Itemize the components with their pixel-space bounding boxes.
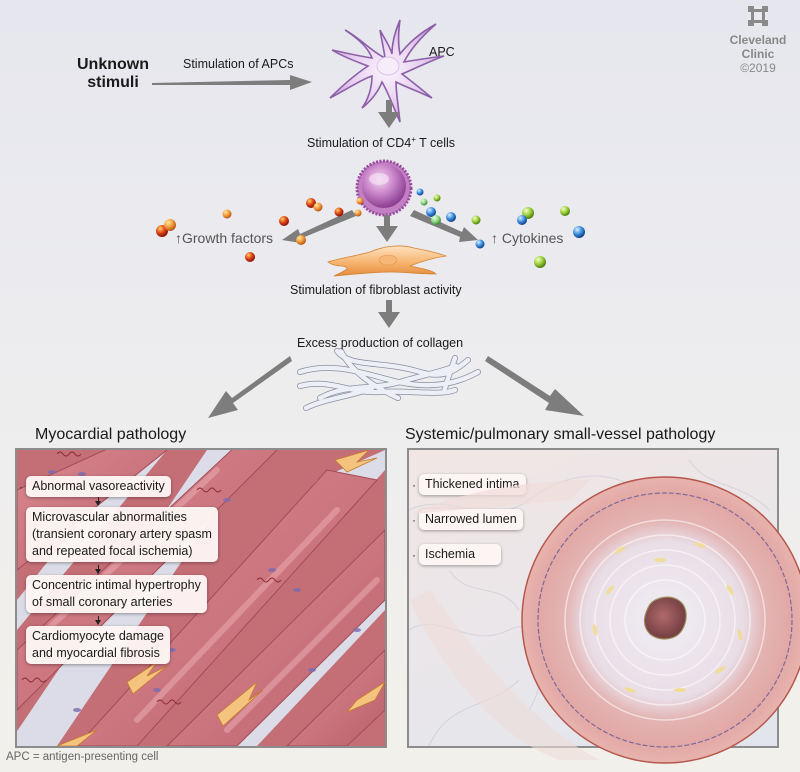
step-4-line-1: Cardiomyocyte damage [32, 629, 165, 643]
step-1-line-1: Abnormal vasoreactivity [32, 479, 165, 493]
cleveland-clinic-cross-icon [748, 6, 768, 26]
logo-line2: Clinic [741, 47, 775, 61]
vessel-label-narrowed-lumen: Narrowed lumen [419, 509, 523, 530]
stimuli-word: Unknown [77, 56, 149, 73]
stimulation-of-apcs-label: Stimulation of APCs [183, 57, 294, 71]
cd4-suffix: T cells [415, 136, 456, 151]
cytokine-particles [416, 188, 585, 268]
step-2-line-1: Microvascular abnormalities [32, 510, 187, 524]
growth-factors-label: ↑Growth factors [175, 230, 274, 246]
step-arrow-1 [95, 497, 101, 506]
apc-cell-icon [329, 19, 445, 123]
arrow-apc-to-cd4 [378, 100, 400, 128]
step-2-line-3: and repeated focal ischemia) [32, 544, 193, 558]
step-bullet-1: · [19, 480, 23, 494]
arrow-fibroblast-to-collagen [378, 300, 400, 328]
collagen-fibers-icon [297, 348, 481, 411]
myocardial-step-4: Cardiomyocyte damage and myocardial fibr… [26, 626, 171, 664]
step-3-line-2: of small coronary arteries [32, 595, 173, 609]
logo-line1: Cleveland [729, 33, 787, 47]
myocardial-step-3: Concentric intimal hypertrophy of small … [26, 575, 207, 613]
thickened-intima-text: Thickened intima [425, 477, 520, 491]
step-4-line-2: and myocardial fibrosis [32, 646, 160, 660]
stimulation-of-cd4-label: Stimulation of CD4+ T cells [307, 135, 455, 150]
step-2-line-2: (transient coronary artery spasm [32, 527, 212, 541]
vessel-pathology-title: Systemic/pulmonary small-vessel patholog… [405, 426, 716, 443]
footnote: APC = antigen-presenting cell [6, 751, 159, 763]
cytokines-label: ↑ Cytokines [491, 230, 564, 246]
fibroblast-icon [327, 245, 448, 277]
arrow-to-cytokines [410, 210, 478, 242]
cleveland-clinic-logo: Cleveland Clinic ©2019 [712, 6, 800, 76]
growth-factor-particles [156, 197, 364, 262]
apc-label: APC [429, 45, 455, 59]
step-arrow-2 [95, 565, 101, 574]
vessel-bullet-1: · [412, 478, 416, 492]
arrow-to-fibroblast [376, 215, 398, 242]
ischemia-text: Ischemia [425, 547, 476, 561]
fibroblast-activity-label: Stimulation of fibroblast activity [290, 283, 462, 297]
narrowed-lumen-text: Narrowed lumen [425, 512, 517, 526]
myocardial-step-2: Microvascular abnormalities (transient c… [26, 507, 218, 562]
arrow-to-growth-factors [282, 210, 356, 243]
cd4-t-cell-icon [355, 159, 413, 217]
step-3-line-1: Concentric intimal hypertrophy [32, 578, 201, 592]
myocardial-pathology-title: Myocardial pathology [35, 426, 187, 443]
collagen-label: Excess production of collagen [297, 336, 464, 350]
cd4-sup: + [411, 135, 416, 144]
arrow-to-myocardial [208, 356, 292, 418]
myocardial-pathology-panel: · Abnormal vasoreactivity Microvascular … [15, 448, 387, 748]
flow-illustration [152, 19, 585, 418]
arrow-stimuli-to-apc [152, 75, 312, 90]
vessel-bullet-3: · [412, 548, 416, 562]
vessel-cross-section-icon [410, 476, 800, 764]
vessel-bullet-2: · [412, 513, 416, 527]
step-arrow-3 [95, 616, 101, 625]
myocardial-step-1: Abnormal vasoreactivity [26, 476, 171, 497]
arrow-to-vessel [485, 356, 584, 416]
logo-copyright: ©2019 [740, 61, 776, 75]
vessel-label-ischemia: Ischemia [419, 544, 502, 565]
stimuli-word: stimuli [87, 74, 139, 91]
cd4-prefix: Stimulation of CD4 [307, 136, 412, 151]
